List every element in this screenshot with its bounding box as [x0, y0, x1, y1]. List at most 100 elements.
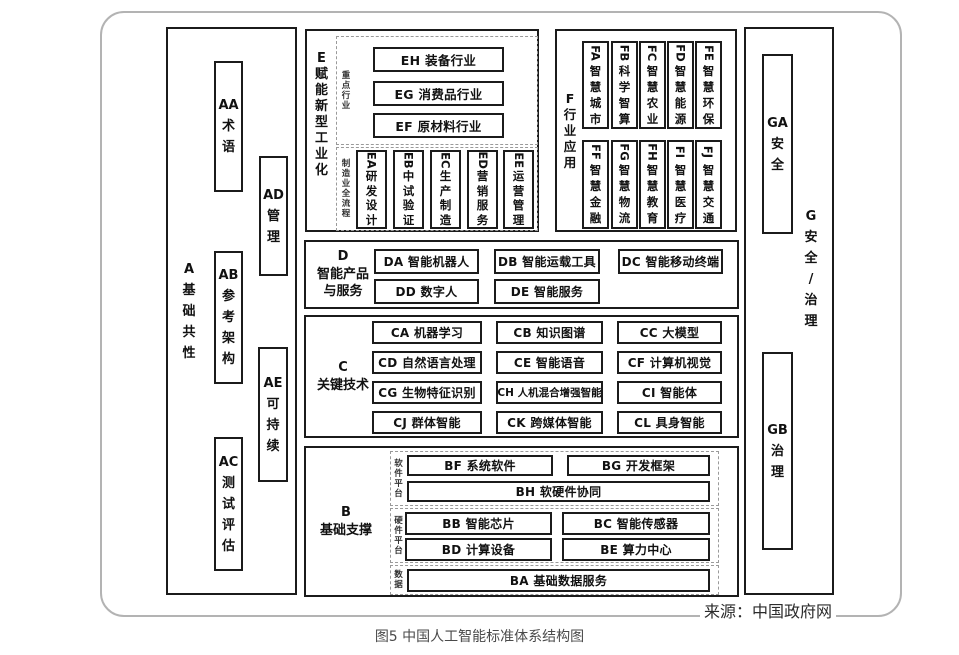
box-ck-cross-media-intelligence: CK 跨媒体智能 — [496, 411, 603, 434]
box-ga-security: GA 安 全 — [762, 54, 793, 234]
box-bg-development-frameworks: BG 开发框架 — [567, 455, 710, 476]
figure-caption: 图5 中国人工智能标准体系结构图 — [374, 629, 585, 645]
box-fj-name: 智 慧 交 通 — [702, 163, 715, 225]
source-attribution: 来源：中国政府网 — [700, 598, 837, 622]
box-eb-code: EB — [401, 151, 416, 169]
box-bf-system-software: BF 系统软件 — [407, 455, 553, 476]
box-fj-smart-transportation: FJ 智 慧 交 通 — [695, 140, 722, 229]
box-ec-production-manufacturing: EC 生 产 制 造 — [430, 150, 461, 229]
box-fb-scientific-computing: FB 科 学 智 算 — [611, 41, 638, 129]
box-fe-code: FE — [701, 44, 716, 61]
box-bc-intelligent-sensors: BC 智能传感器 — [562, 512, 710, 535]
section-d-label: D 智能产品 与服务 — [316, 249, 369, 300]
box-fc-code: FC — [645, 44, 660, 61]
box-db-intelligent-vehicles: DB 智能运载工具 — [494, 249, 600, 274]
group-key-industries: 重 点 行 业 EH 装备行业 EG 消费品行业 EF 原材料行业 — [336, 36, 538, 145]
box-ad-management: AD 管 理 — [259, 156, 288, 276]
box-fg-smart-logistics: FG 智 慧 物 流 — [611, 140, 638, 229]
section-f-industry-applications: F 行 业 应 用 FA 智 慧 城 市 FB 科 学 智 算 FC 智 慧 农… — [555, 29, 737, 232]
group-hardware-platform-label: 硬 件 平 台 — [394, 515, 403, 556]
group-software-platform: 软 件 平 台 BF 系统软件 BG 开发框架 BH 软硬件协同 — [390, 451, 719, 506]
box-ed-code: ED — [475, 151, 490, 169]
box-cf-computer-vision: CF 计算机视觉 — [617, 351, 722, 374]
box-fe-name: 智 慧 环 保 — [702, 63, 715, 126]
box-de-intelligent-services: DE 智能服务 — [494, 279, 600, 304]
box-eh-equipment-industry: EH 装备行业 — [373, 47, 504, 72]
section-d-products-services: D 智能产品 与服务 DA 智能机器人 DB 智能运载工具 DC 智能移动终端 … — [304, 240, 739, 309]
box-cl-embodied-intelligence: CL 具身智能 — [617, 411, 722, 434]
group-hardware-platform: 硬 件 平 台 BB 智能芯片 BC 智能传感器 BD 计算设备 BE 算力中心 — [390, 508, 719, 563]
box-fi-smart-healthcare: FI 智 慧 医 疗 — [667, 140, 694, 229]
box-fh-code: FH — [645, 143, 660, 161]
box-ca-machine-learning: CA 机器学习 — [372, 321, 482, 344]
box-ea-code: EA — [364, 151, 379, 169]
section-b-foundation-support: B 基础支撑 软 件 平 台 BF 系统软件 BG 开发框架 BH 软硬件协同 … — [304, 446, 739, 597]
box-ed-name: 营 销 服 务 — [476, 169, 489, 227]
box-fd-name: 智 慧 能 源 — [674, 63, 687, 126]
section-e-industrialization: E 赋 能 新 型 工 业 化 重 点 行 业 EH 装备行业 EG 消费品行业… — [305, 29, 539, 232]
box-fc-smart-agriculture: FC 智 慧 农 业 — [639, 41, 666, 129]
group-data: 数 据 BA 基础数据服务 — [390, 565, 719, 595]
box-ee-operations-management: EE 运 营 管 理 — [503, 150, 534, 229]
box-ea-name: 研 发 设 计 — [365, 169, 378, 227]
box-eb-name: 中 试 验 证 — [402, 169, 415, 227]
box-fh-smart-education: FH 智 慧 教 育 — [639, 140, 666, 229]
box-ee-code: EE — [511, 152, 526, 168]
box-ea-rnd-design: EA 研 发 设 计 — [356, 150, 387, 229]
box-ce-intelligent-speech: CE 智能语音 — [496, 351, 603, 374]
group-software-platform-label: 软 件 平 台 — [394, 458, 403, 499]
box-cg-biometric-recognition: CG 生物特征识别 — [372, 381, 482, 404]
box-eg-consumer-goods-industry: EG 消费品行业 — [373, 81, 504, 106]
box-ff-smart-finance: FF 智 慧 金 融 — [582, 140, 609, 229]
box-fc-name: 智 慧 农 业 — [646, 63, 659, 126]
box-aa-terminology: AA 术 语 — [214, 61, 243, 192]
box-ff-name: 智 慧 金 融 — [589, 163, 602, 225]
section-e-label: E 赋 能 新 型 工 业 化 — [314, 51, 328, 178]
box-dc-intelligent-mobile-terminals: DC 智能移动终端 — [618, 249, 723, 274]
box-bh-software-hardware-synergy: BH 软硬件协同 — [407, 481, 710, 502]
box-fg-name: 智 慧 物 流 — [618, 163, 631, 225]
section-c-key-technologies: C 关键技术 CA 机器学习 CB 知识图谱 CC 大模型 CD 自然语言处理 … — [304, 315, 739, 438]
box-fd-code: FD — [673, 43, 688, 62]
box-fa-smart-city: FA 智 慧 城 市 — [582, 41, 609, 129]
section-c-label: C 关键技术 — [316, 360, 369, 393]
box-fg-code: FG — [617, 143, 632, 161]
box-fb-code: FB — [617, 44, 632, 61]
box-gb-governance: GB 治 理 — [762, 352, 793, 550]
section-a-foundation: A 基 础 共 性 AA 术 语 AD 管 理 AB 参 考 架 构 AE 可 … — [166, 27, 297, 595]
box-fa-code: FA — [588, 44, 603, 61]
box-ec-name: 生 产 制 造 — [439, 169, 452, 227]
box-ab-reference-architecture: AB 参 考 架 构 — [214, 251, 243, 384]
box-fi-name: 智 慧 医 疗 — [674, 163, 687, 225]
box-fj-code: FJ — [701, 145, 716, 159]
box-dd-digital-humans: DD 数字人 — [374, 279, 479, 304]
section-a-label: A 基 础 共 性 — [182, 261, 196, 361]
box-ch-human-machine-hybrid-intelligence: CH 人机混合增强智能 — [496, 381, 603, 404]
box-bd-computing-devices: BD 计算设备 — [405, 538, 552, 561]
box-cd-nlp: CD 自然语言处理 — [372, 351, 482, 374]
box-fh-name: 智 慧 教 育 — [646, 163, 659, 225]
section-g-security-governance: GA 安 全 G 安 全 / 治 理 GB 治 理 — [744, 27, 834, 595]
group-key-industries-label: 重 点 行 业 — [341, 70, 351, 111]
box-bb-intelligent-chips: BB 智能芯片 — [405, 512, 552, 535]
section-f-label: F 行 业 应 用 — [563, 90, 577, 170]
box-fi-code: FI — [673, 145, 688, 159]
box-ef-raw-materials-industry: EF 原材料行业 — [373, 113, 504, 138]
box-cb-knowledge-graph: CB 知识图谱 — [496, 321, 603, 344]
box-fb-name: 科 学 智 算 — [618, 63, 631, 126]
group-data-label: 数 据 — [394, 570, 403, 590]
box-ae-sustainability: AE 可 持 续 — [258, 347, 288, 482]
box-fd-smart-energy: FD 智 慧 能 源 — [667, 41, 694, 129]
box-be-computing-centers: BE 算力中心 — [562, 538, 710, 561]
box-fa-name: 智 慧 城 市 — [589, 63, 602, 126]
box-cj-swarm-intelligence: CJ 群体智能 — [372, 411, 482, 434]
group-manufacturing-chain-label: 制 造 业 全 流 程 — [341, 159, 351, 219]
box-eb-pilot-verification: EB 中 试 验 证 — [393, 150, 424, 229]
box-ff-code: FF — [588, 144, 603, 160]
diagram-card: A 基 础 共 性 AA 术 语 AD 管 理 AB 参 考 架 构 AE 可 … — [100, 11, 902, 622]
section-b-label: B 基础支撑 — [319, 505, 372, 538]
box-ee-name: 运 营 管 理 — [512, 169, 525, 227]
box-ed-marketing-services: ED 营 销 服 务 — [467, 150, 498, 229]
section-g-label: G 安 全 / 治 理 — [804, 209, 818, 329]
group-manufacturing-chain: 制 造 业 全 流 程 EA 研 发 设 计 EB 中 试 验 证 EC 生 产… — [336, 147, 538, 231]
